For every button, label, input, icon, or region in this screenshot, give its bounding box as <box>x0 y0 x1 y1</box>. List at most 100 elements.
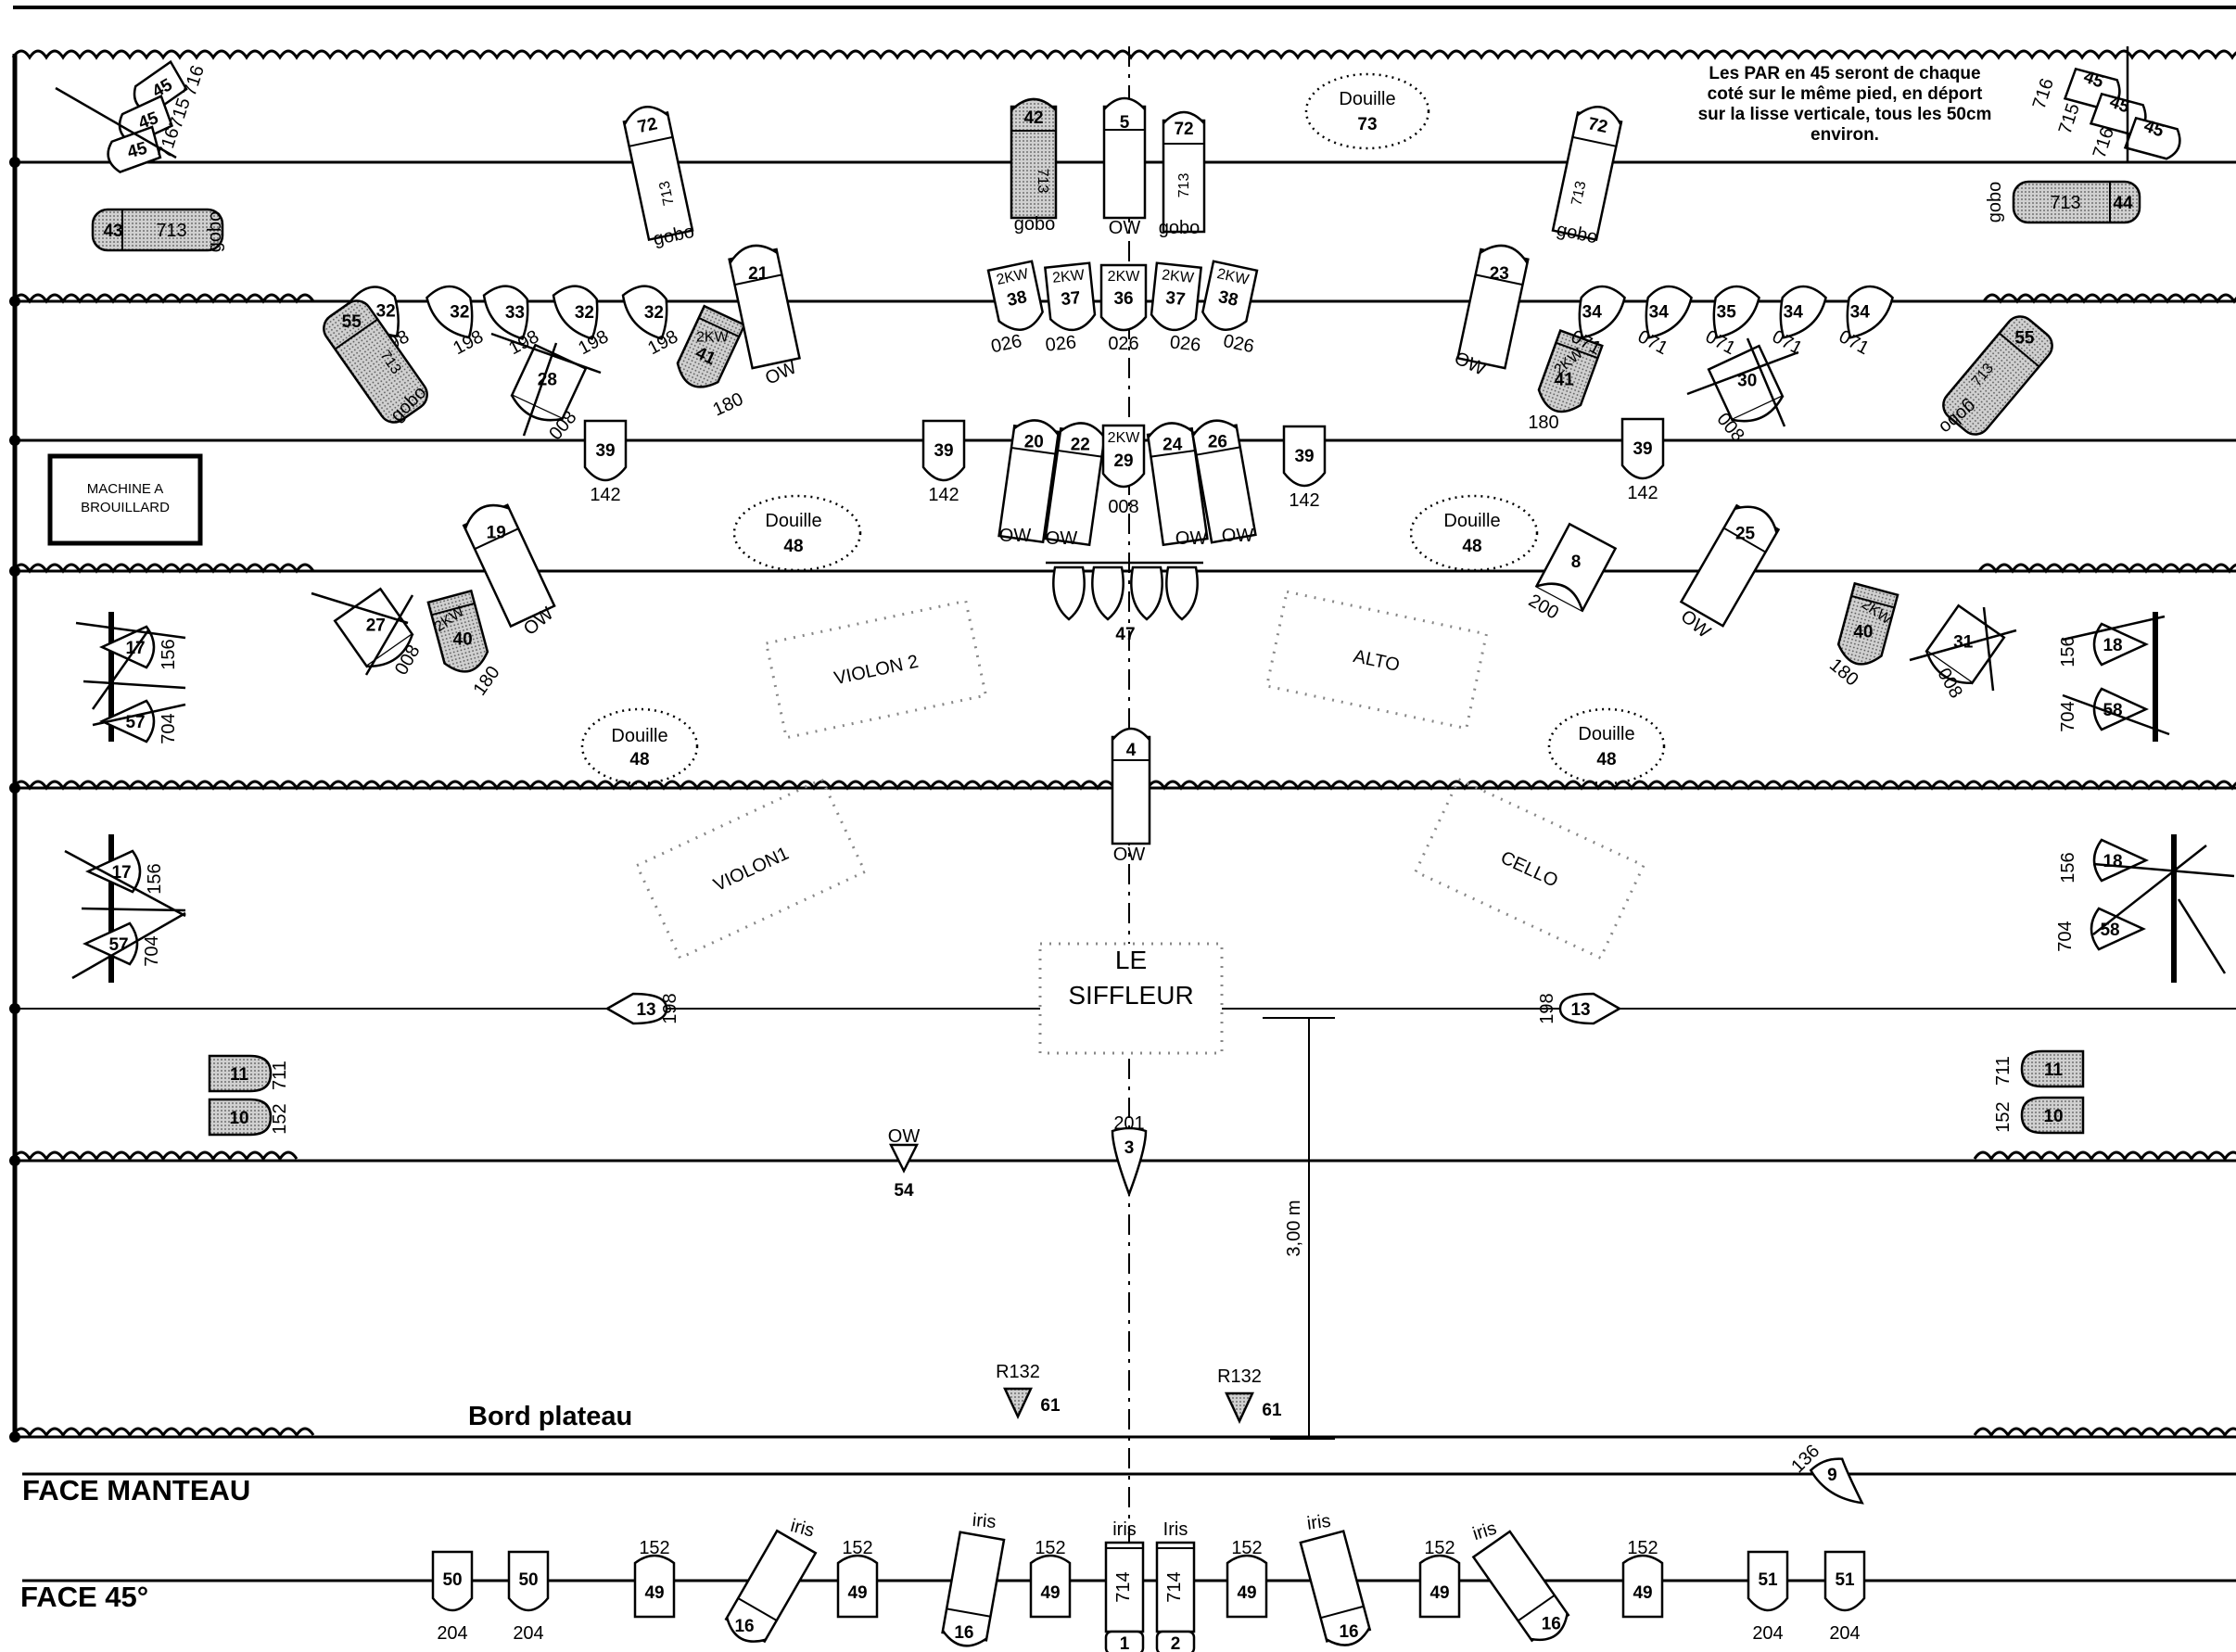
profile-fixture: 22 <box>1044 422 1107 547</box>
fresnel-fixture: 10 <box>208 1098 273 1137</box>
par-fixture: 45 <box>107 125 162 173</box>
svg-text:33: 33 <box>505 303 525 323</box>
svg-text:iris: iris <box>788 1516 816 1542</box>
fresnel-fixture: 39 <box>583 419 628 482</box>
svg-text:714: 714 <box>1113 1571 1134 1602</box>
svg-text:204: 204 <box>1829 1623 1860 1644</box>
svg-text:72: 72 <box>1174 120 1193 139</box>
fresnel-fixture: 49 <box>836 1554 879 1619</box>
svg-text:152: 152 <box>1035 1538 1065 1558</box>
svg-text:39: 39 <box>934 441 953 461</box>
svg-text:11: 11 <box>2044 1061 2064 1080</box>
svg-text:715: 715 <box>2055 101 2084 137</box>
svg-text:026: 026 <box>989 331 1023 357</box>
fresnel-fixture: 50 <box>507 1550 550 1612</box>
zone-label: ALTO <box>1352 646 1402 676</box>
svg-text:8: 8 <box>1571 553 1582 572</box>
fresnel-fixture: 39 <box>921 419 966 482</box>
profile-fixture: 19 <box>462 503 556 629</box>
svg-text:152: 152 <box>639 1538 669 1558</box>
par-fixture: 45 <box>2123 117 2181 160</box>
svg-text:21: 21 <box>748 264 769 284</box>
par-fixture: 34 <box>1645 285 1693 339</box>
zone-alto: ALTO <box>1264 590 1489 731</box>
douille: Douille 48 <box>1409 494 1539 572</box>
par-fixture: 34 <box>1578 285 1626 339</box>
svg-text:32: 32 <box>450 302 469 322</box>
svg-text:R132: R132 <box>996 1362 1040 1382</box>
profile-fixture: 5 <box>1102 96 1147 220</box>
par-fixture: 32 <box>552 285 599 340</box>
par-fixture: 18 <box>2092 622 2150 667</box>
cyc-fixture: 47 <box>1046 561 1203 644</box>
svg-text:43: 43 <box>103 222 122 241</box>
svg-text:026: 026 <box>1169 332 1201 355</box>
svg-text:34: 34 <box>1784 302 1804 322</box>
par-fixture: 32 <box>426 285 474 339</box>
svg-text:026: 026 <box>1108 334 1138 354</box>
svg-text:50: 50 <box>518 1570 538 1590</box>
svg-text:72: 72 <box>636 114 659 137</box>
svg-text:32: 32 <box>644 303 664 323</box>
par-fixture: 34 <box>1779 285 1827 339</box>
svg-text:716: 716 <box>2090 125 2118 161</box>
svg-text:713: 713 <box>156 221 186 241</box>
svg-text:714: 714 <box>1164 1571 1185 1602</box>
svg-text:OW: OW <box>999 526 1032 546</box>
par-fixture: 13 <box>604 992 668 1025</box>
svg-text:704: 704 <box>2055 921 2076 951</box>
svg-text:iris: iris <box>1112 1519 1137 1540</box>
svg-text:50: 50 <box>442 1570 462 1590</box>
svg-text:10: 10 <box>229 1109 248 1128</box>
fresnel-fixture: 49 <box>1029 1554 1072 1619</box>
svg-text:57: 57 <box>108 935 128 955</box>
svg-text:49: 49 <box>1237 1583 1256 1603</box>
par-fixture: 58 <box>2090 907 2147 951</box>
fixture-28: 28 <box>510 343 588 422</box>
svg-text:16: 16 <box>954 1623 973 1643</box>
svg-text:54: 54 <box>894 1181 914 1201</box>
fresnel-fixture: 49 <box>633 1554 676 1619</box>
svg-text:Douille: Douille <box>1578 724 1634 744</box>
svg-text:39: 39 <box>1294 447 1314 466</box>
par-fixture: 32 <box>621 285 668 340</box>
svg-text:27: 27 <box>366 616 386 635</box>
fresnel-fixture: 39 <box>1282 425 1327 488</box>
svg-text:713: 713 <box>656 180 677 208</box>
par-fixture <box>1003 1387 1033 1419</box>
profile-fixture: 4 <box>1111 727 1151 845</box>
svg-text:OW: OW <box>1175 528 1208 549</box>
svg-text:51: 51 <box>1835 1570 1855 1590</box>
svg-text:204: 204 <box>513 1623 543 1644</box>
svg-text:008: 008 <box>1108 497 1138 517</box>
svg-text:4: 4 <box>1126 741 1137 760</box>
svg-text:51: 51 <box>1758 1570 1778 1590</box>
svg-text:17: 17 <box>111 863 131 883</box>
dimension-3m: 3,00 m <box>1263 1017 1335 1440</box>
svg-text:201: 201 <box>1113 1113 1144 1134</box>
fresnel-fixture: 51 <box>1747 1550 1789 1612</box>
svg-text:18: 18 <box>2103 636 2122 655</box>
svg-text:180: 180 <box>710 389 747 421</box>
svg-text:OW: OW <box>1222 526 1254 546</box>
svg-text:026: 026 <box>1045 332 1077 355</box>
svg-text:39: 39 <box>1633 439 1652 459</box>
svg-text:42: 42 <box>1023 108 1043 128</box>
svg-text:55: 55 <box>342 312 362 332</box>
svg-text:704: 704 <box>2058 701 2078 731</box>
par-fixture: 9 <box>1809 1457 1864 1505</box>
svg-text:30: 30 <box>1737 372 1757 391</box>
svg-text:156: 156 <box>2058 636 2078 667</box>
